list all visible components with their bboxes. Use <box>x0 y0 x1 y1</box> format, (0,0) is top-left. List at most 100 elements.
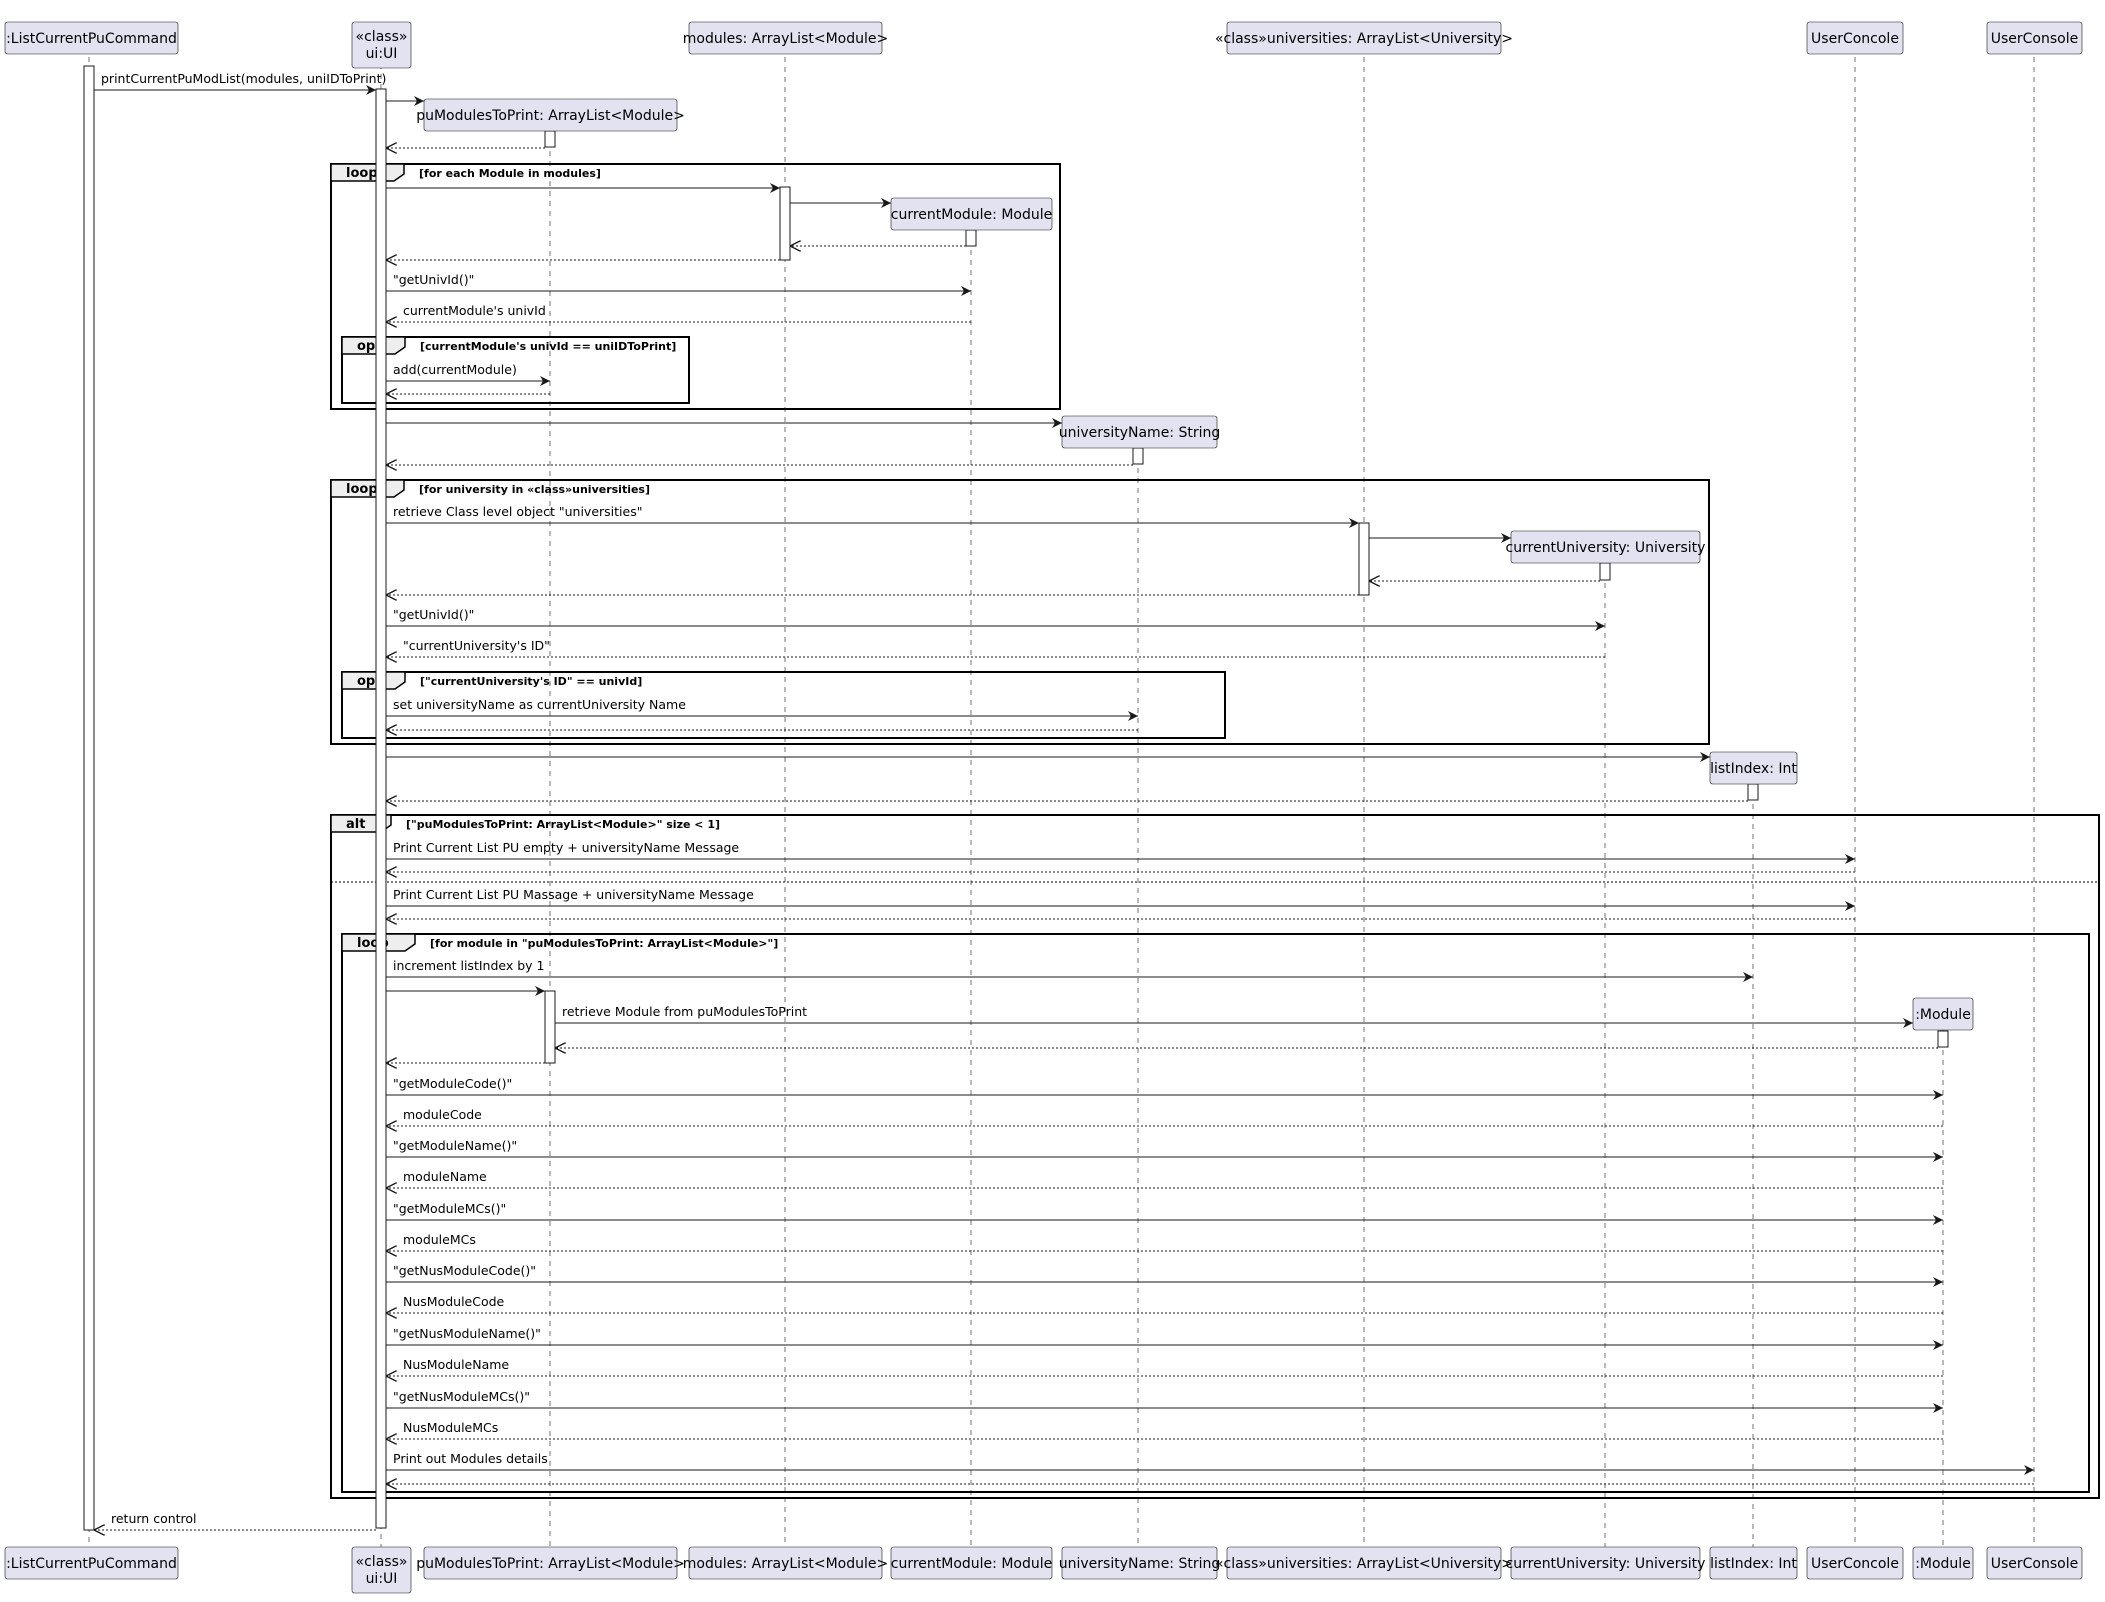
fragment-keyword: opt <box>357 339 381 354</box>
message-label: "getNusModuleMCs()" <box>393 1389 530 1404</box>
participant-ui-foot: «class»ui:UI <box>351 1546 412 1594</box>
activation-listcmd <box>83 65 95 1531</box>
participant-curuni-head: currentUniversity: University <box>1506 530 1705 564</box>
participant-userconsole-head: UserConsole <box>1986 21 2083 55</box>
participant-label: «class»universities: ArrayList<Universit… <box>1215 31 1513 47</box>
message-ui-to-userconcole: Print Current List PU empty + university… <box>386 840 1855 864</box>
message-listcmd-to-ui: printCurrentPuModList(modules, uniIDToPr… <box>94 71 386 95</box>
participant-label: universityName: String <box>1059 425 1221 441</box>
activation-curmod <box>965 229 977 247</box>
participant-label: currentModule: Module <box>891 1556 1053 1572</box>
participant-unis-head: «class»universities: ArrayList<Universit… <box>1215 21 1513 55</box>
message-label: set universityName as currentUniversity … <box>393 697 686 712</box>
message-module-to-ui: NusModuleCode <box>386 1294 1943 1313</box>
message-label: "getModuleName()" <box>393 1138 517 1153</box>
fragment-opt-univid: opt [currentModule's univId == uniIDToPri… <box>341 336 690 404</box>
participant-userconcole-head: UserConcole <box>1806 21 1904 55</box>
message-label: "currentUniversity's ID" <box>403 638 550 653</box>
fragment-keyword: loop <box>346 482 378 497</box>
message-curmod-to-ui: currentModule's univId <box>386 303 971 322</box>
participant-label: currentModule: Module <box>891 207 1053 223</box>
message-ui-to-pumods: add(currentModule) <box>386 362 550 386</box>
message-label: printCurrentPuModList(modules, uniIDToPr… <box>101 71 386 86</box>
message-ui-to-listidx: increment listIndex by 1 <box>386 958 1753 982</box>
fragment-guard: [currentModule's univId == uniIDToPrint] <box>420 340 676 353</box>
participant-pumods-foot: puModulesToPrint: ArrayList<Module> <box>416 1546 685 1580</box>
participant-curuni-foot: currentUniversity: University <box>1506 1546 1706 1580</box>
participant-label: listIndex: Int <box>1710 761 1797 777</box>
participant-label: puModulesToPrint: ArrayList<Module> <box>416 1556 685 1572</box>
participant-listidx-foot: listIndex: Int <box>1709 1546 1797 1580</box>
participant-listcmd-foot: :ListCurrentPuCommand <box>4 1546 179 1580</box>
message-label: "getModuleCode()" <box>393 1076 512 1091</box>
fragment-guard: [for each Module in modules] <box>419 167 601 180</box>
participant-label: «class» <box>356 1554 408 1570</box>
participant-userconcole-foot: UserConcole <box>1806 1546 1904 1580</box>
participant-uniname-foot: universityName: String <box>1059 1546 1221 1580</box>
message-curuni-to-ui: "currentUniversity's ID" <box>386 638 1605 657</box>
fragment-guard: ["puModulesToPrint: ArrayList<Module>" s… <box>406 818 720 831</box>
fragment-guard: [for university in «class»universities] <box>419 483 650 496</box>
message-label: "getUnivId()" <box>393 607 474 622</box>
participant-label: :ListCurrentPuCommand <box>6 1556 177 1572</box>
participant-listcmd-head: :ListCurrentPuCommand <box>4 21 179 55</box>
participant-ui-head: «class»ui:UI <box>351 21 412 69</box>
activation-ui <box>375 88 387 1529</box>
message-pumods-to-module: retrieve Module from puModulesToPrint <box>555 1004 1913 1028</box>
participant-label: ui:UI <box>366 1571 398 1587</box>
participant-label: listIndex: Int <box>1710 1556 1797 1572</box>
message-label: Print Current List PU empty + university… <box>393 840 739 855</box>
message-label: "getModuleMCs()" <box>393 1201 506 1216</box>
message-label: moduleName <box>403 1169 487 1184</box>
activation-module <box>1937 1030 1949 1048</box>
participant-label: :Module <box>1915 1556 1971 1572</box>
message-label: retrieve Class level object "universitie… <box>393 504 642 519</box>
participant-label: UserConsole <box>1991 31 2079 47</box>
participant-label: ui:UI <box>366 46 398 62</box>
message-ui-to-curuni: "getUnivId()" <box>386 607 1605 631</box>
message-label: moduleMCs <box>403 1232 476 1247</box>
participant-label: modules: ArrayList<Module> <box>683 1556 888 1572</box>
fragment-guard: ["currentUniversity's ID" == univId] <box>420 675 642 688</box>
message-label: NusModuleCode <box>403 1294 505 1309</box>
participant-label: currentUniversity: University <box>1506 1556 1706 1572</box>
message-module-to-ui: moduleName <box>386 1169 1943 1188</box>
participant-modules-head: modules: ArrayList<Module> <box>683 21 888 55</box>
participant-label: UserConcole <box>1811 1556 1899 1572</box>
activation-modules <box>779 186 791 261</box>
message-label: "getUnivId()" <box>393 272 474 287</box>
participant-unis-foot: «class»universities: ArrayList<Universit… <box>1215 1546 1513 1580</box>
message-label: "getNusModuleName()" <box>393 1326 541 1341</box>
message-label: add(currentModule) <box>393 362 517 377</box>
message-label: "getNusModuleCode()" <box>393 1263 536 1278</box>
participant-label: puModulesToPrint: ArrayList<Module> <box>416 108 685 124</box>
participant-modules-foot: modules: ArrayList<Module> <box>683 1546 888 1580</box>
participant-module-foot: :Module <box>1912 1546 1974 1580</box>
participant-label: universityName: String <box>1059 1556 1221 1572</box>
message-ui-to-module: "getNusModuleName()" <box>386 1326 1943 1350</box>
fragment-guard: [for module in "puModulesToPrint: ArrayL… <box>430 937 778 950</box>
message-module-to-ui: moduleMCs <box>386 1232 1943 1251</box>
message-label: retrieve Module from puModulesToPrint <box>562 1004 807 1019</box>
message-module-to-ui: NusModuleMCs <box>386 1420 1943 1439</box>
participant-label: UserConcole <box>1811 31 1899 47</box>
message-ui-to-userconcole: Print Current List PU Massage + universi… <box>386 887 1855 911</box>
message-label: return control <box>111 1511 197 1526</box>
activation-uniname <box>1132 447 1144 465</box>
message-label: increment listIndex by 1 <box>393 958 545 973</box>
message-label: Print Current List PU Massage + universi… <box>393 887 754 902</box>
fragment-loop-modules: loop[for each Module in modules] <box>330 163 1061 410</box>
participant-pumods-head: puModulesToPrint: ArrayList<Module> <box>416 98 685 132</box>
participant-label: «class» <box>356 29 408 45</box>
fragment-keyword: opt <box>357 674 381 689</box>
fragment-keyword: alt <box>346 817 365 832</box>
participant-curmod-foot: currentModule: Module <box>890 1546 1053 1580</box>
message-ui-to-userconsole: Print out Modules details <box>386 1451 2034 1475</box>
participant-uniname-head: universityName: String <box>1059 415 1221 449</box>
activation-curuni <box>1599 562 1611 581</box>
participant-label: :Module <box>1915 1007 1971 1023</box>
message-ui-to-uniname: set universityName as currentUniversity … <box>386 697 1138 721</box>
message-label: moduleCode <box>403 1107 482 1122</box>
message-label: NusModuleName <box>403 1357 509 1372</box>
